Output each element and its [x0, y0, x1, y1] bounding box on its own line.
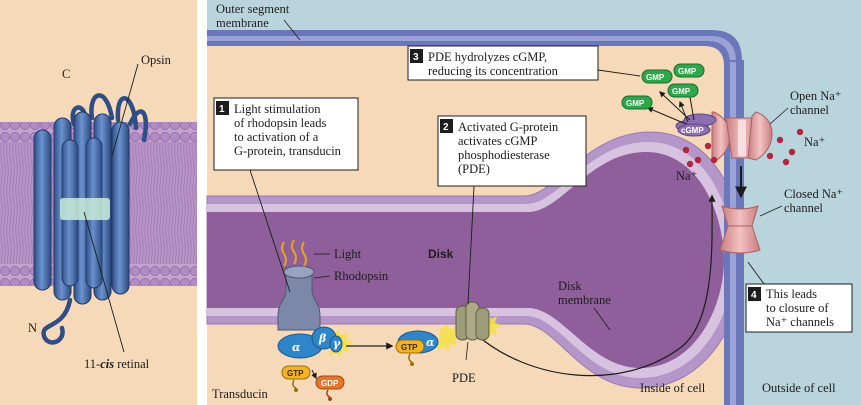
- label-outer-membrane-2: membrane: [216, 16, 269, 30]
- closed-na-channel: [719, 205, 761, 254]
- svg-text:α: α: [426, 336, 435, 349]
- opsin-helices: [33, 111, 130, 305]
- svg-text:GTP: GTP: [287, 369, 304, 378]
- svg-text:GTP: GTP: [401, 343, 418, 352]
- label-disk-membrane-2: membrane: [558, 293, 611, 307]
- label-open-channel-2: channel: [790, 103, 829, 117]
- svg-text:2: 2: [443, 122, 449, 133]
- gmp-chip-4: GMP: [667, 83, 699, 98]
- rod-outer-segment-panel: Na⁺ Na⁺ cGMP GMP GMP GMP: [206, 0, 861, 405]
- pde-enzyme: [438, 301, 502, 352]
- cascade-arrow-to-channel: [477, 194, 716, 377]
- svg-text:(PDE): (PDE): [458, 162, 490, 176]
- gtp-chip-transducin: GTP: [281, 365, 311, 392]
- svg-text:G-protein, transducin: G-protein, transducin: [234, 144, 342, 158]
- disk-interior: [207, 152, 724, 368]
- label-11-cis-retinal: 11-cis retinal: [84, 357, 150, 371]
- label-open-channel-1: Open Na⁺: [790, 89, 841, 103]
- svg-text:GMP: GMP: [626, 99, 645, 108]
- svg-text:GMP: GMP: [672, 87, 691, 96]
- label-transducin: Transducin: [212, 387, 269, 401]
- svg-text:Light stimulation: Light stimulation: [234, 102, 321, 116]
- svg-text:This leads: This leads: [766, 287, 817, 301]
- svg-text:phosphodiesterase: phosphodiesterase: [458, 148, 550, 162]
- svg-text:β: β: [318, 332, 327, 345]
- label-disk: Disk: [428, 247, 454, 261]
- svg-text:Activated G-protein: Activated G-protein: [458, 120, 559, 134]
- gmp-chip-3: GMP: [621, 95, 653, 110]
- label-c-terminus: C: [62, 67, 70, 81]
- svg-text:GDP: GDP: [321, 379, 339, 388]
- label-na-outside: Na⁺: [804, 135, 825, 149]
- gdp-chip: GDP: [315, 375, 345, 401]
- svg-text:γ: γ: [333, 337, 341, 350]
- gmp-chip-2: GMP: [673, 63, 705, 78]
- svg-text:to activation of a: to activation of a: [234, 130, 319, 144]
- light-rays: [281, 239, 307, 267]
- open-na-channel: [711, 111, 773, 163]
- label-light: Light: [334, 247, 362, 261]
- svg-text:activates cGMP: activates cGMP: [458, 134, 538, 148]
- transducin: α β γ: [277, 326, 354, 359]
- cgmp-cluster: cGMP GMP GMP GMP GMP: [621, 63, 717, 137]
- label-na-inside: Na⁺: [676, 169, 697, 183]
- label-outside-of-cell: Outside of cell: [762, 381, 836, 395]
- na-ions: [682, 128, 804, 168]
- step-1-callout: 1 Light stimulation of rhodopsin leads t…: [213, 97, 359, 293]
- svg-text:Na⁺ channels: Na⁺ channels: [766, 315, 834, 329]
- label-closed-channel-1: Closed Na⁺: [784, 187, 843, 201]
- label-outer-membrane-1: Outer segment: [216, 2, 290, 16]
- svg-text:GMP: GMP: [646, 73, 665, 82]
- svg-text:of rhodopsin leads: of rhodopsin leads: [234, 116, 326, 130]
- label-opsin: Opsin: [141, 53, 172, 67]
- activated-g-alpha: α GTP: [395, 330, 439, 366]
- retinal-leader: [83, 211, 125, 353]
- step-2-callout: 2 Activated G-protein activates cGMP pho…: [437, 115, 587, 305]
- retinal-chromophore: [60, 198, 110, 220]
- svg-text:GMP: GMP: [678, 67, 697, 76]
- step-3-callout: 3 PDE hydrolyzes cGMP, reducing its conc…: [407, 45, 641, 81]
- svg-text:reducing its concentration: reducing its concentration: [428, 64, 559, 78]
- label-n-terminus: N: [28, 321, 37, 335]
- label-pde: PDE: [452, 371, 476, 385]
- svg-text:3: 3: [413, 52, 419, 63]
- label-disk-membrane-1: Disk: [558, 279, 582, 293]
- opsin-panel: C Opsin N 11-cis retinal: [0, 0, 197, 405]
- label-rhodopsin: Rhodopsin: [334, 269, 389, 283]
- svg-text:α: α: [292, 341, 301, 354]
- svg-text:1: 1: [219, 104, 225, 115]
- label-closed-channel-2: channel: [784, 201, 823, 215]
- step-4-callout: 4 This leads to closure of Na⁺ channels: [745, 261, 853, 333]
- svg-text:PDE hydrolyzes cGMP,: PDE hydrolyzes cGMP,: [428, 50, 547, 64]
- gmp-chip-1: GMP: [641, 69, 673, 84]
- svg-text:4: 4: [751, 290, 757, 301]
- label-inside-of-cell: Inside of cell: [640, 381, 706, 395]
- opsin-leader: [111, 63, 139, 157]
- n-terminus-tail: [41, 297, 73, 345]
- svg-text:to closure of: to closure of: [766, 301, 829, 315]
- cgmp-label: cGMP: [681, 126, 704, 135]
